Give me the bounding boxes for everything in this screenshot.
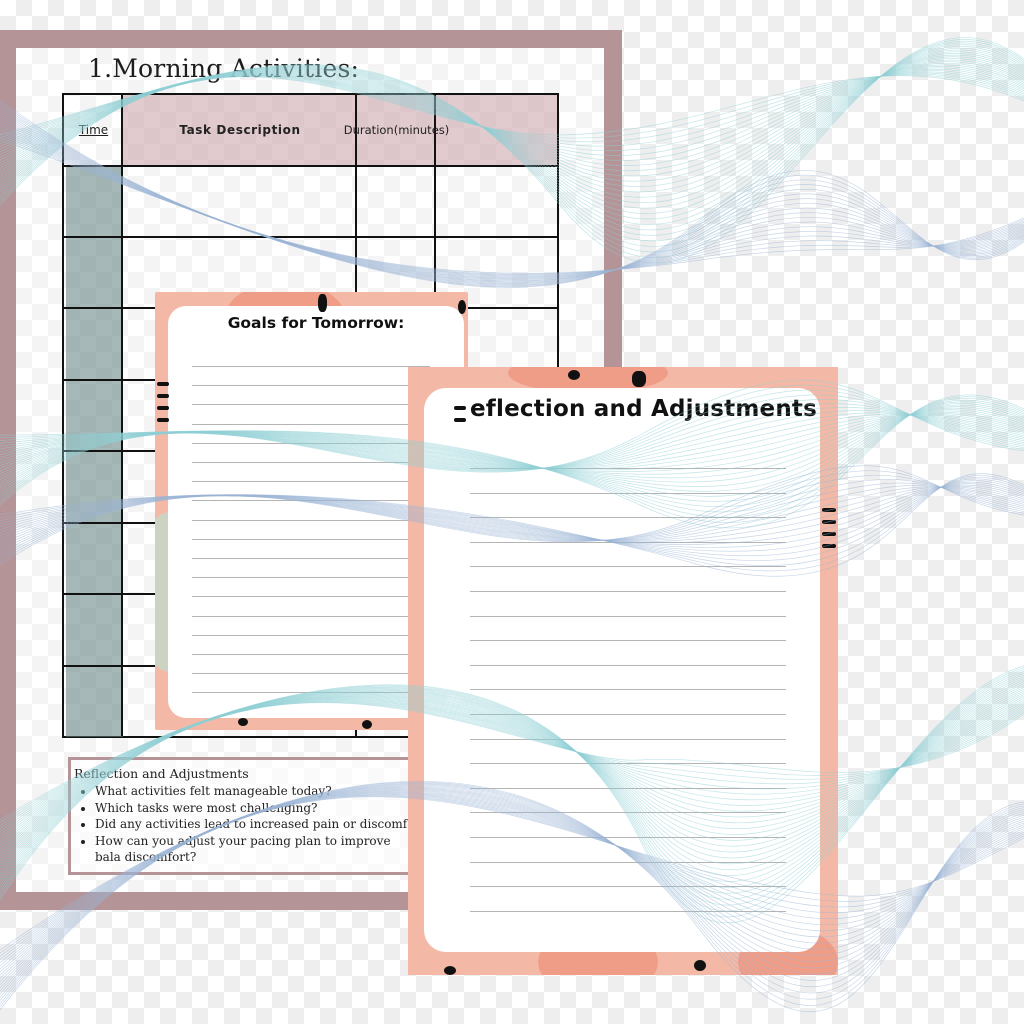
ruled-line (192, 692, 430, 694)
decorative-stripe (157, 394, 169, 398)
ruled-line (470, 517, 786, 519)
ruled-line (192, 673, 430, 675)
ruled-line (470, 714, 786, 715)
ruled-line (470, 664, 786, 666)
reflection-writing-area (424, 388, 820, 952)
ruled-line (192, 500, 430, 502)
decorative-stripe (822, 508, 836, 512)
header-task-description: Task Description (179, 123, 301, 137)
ruled-line (192, 634, 430, 636)
decorative-stripe (157, 406, 169, 410)
ruled-line (470, 910, 786, 912)
ruled-line (192, 423, 430, 425)
ruled-line (192, 481, 430, 483)
ruled-line (192, 366, 430, 367)
ruled-line (192, 558, 430, 559)
ruled-line (192, 519, 430, 521)
ruled-line (192, 596, 430, 598)
ruled-line (470, 763, 786, 765)
ruled-line (470, 837, 786, 838)
ruled-line (470, 615, 786, 617)
reflection-sheet-title: eflection and Adjustments (470, 396, 817, 422)
decorative-stripe (822, 520, 836, 524)
column-divider (121, 95, 123, 736)
reflection-question: Did any activities lead to increased pai… (95, 816, 435, 833)
header-duration-unit: (minutes) (393, 123, 450, 137)
reflection-questions-title: Reflection and Adjustments (74, 766, 249, 781)
ruled-line (192, 385, 430, 387)
ruled-line (470, 640, 786, 642)
ruled-line (470, 689, 786, 691)
morning-activities-title: 1.Morning Activities: (88, 54, 360, 83)
decorative-dot (568, 370, 580, 380)
ruled-line (470, 566, 786, 568)
ruled-line (470, 738, 786, 740)
header-duration: Duration (minutes) (344, 95, 449, 165)
decorative-dot (362, 720, 372, 729)
decorative-dot (238, 718, 248, 726)
goals-title: Goals for Tomorrow: (227, 314, 405, 332)
ruled-line (470, 492, 786, 494)
ruled-line (192, 404, 430, 406)
ruled-line (470, 886, 786, 888)
decorative-stripe (157, 418, 169, 422)
reflection-questions-list: What activities felt manageable today? W… (78, 783, 435, 866)
row-divider (64, 165, 557, 167)
ruled-line (192, 442, 430, 444)
decorative-stripe (454, 406, 466, 410)
header-duration-label: Duration (343, 123, 394, 137)
decorative-dot (632, 371, 646, 387)
ruled-line (192, 538, 430, 540)
row-divider (64, 236, 557, 238)
decorative-dot (694, 960, 706, 971)
ruled-line (470, 812, 786, 814)
decorative-stripe (822, 544, 836, 548)
reflection-question: What activities felt manageable today? (95, 783, 435, 800)
ruled-line (192, 615, 430, 617)
decorative-stripe (454, 418, 466, 422)
decorative-stripe (157, 382, 169, 386)
ruled-line (192, 577, 430, 579)
decorative-dot (444, 966, 456, 975)
decorative-dot (318, 294, 327, 312)
header-time: Time (78, 123, 109, 137)
ruled-line (470, 787, 786, 789)
ruled-line (470, 591, 786, 592)
reflection-question: How can you adjust your pacing plan to i… (95, 833, 395, 866)
decorative-stripe (822, 532, 836, 536)
ruled-line (470, 541, 786, 543)
ruled-line (470, 861, 786, 863)
ruled-line (192, 462, 430, 463)
time-column-fill (66, 167, 123, 737)
decorative-dot (458, 300, 466, 314)
ruled-line (470, 468, 786, 469)
reflection-question: Which tasks were most challenging? (95, 800, 435, 817)
ruled-line (192, 654, 430, 655)
